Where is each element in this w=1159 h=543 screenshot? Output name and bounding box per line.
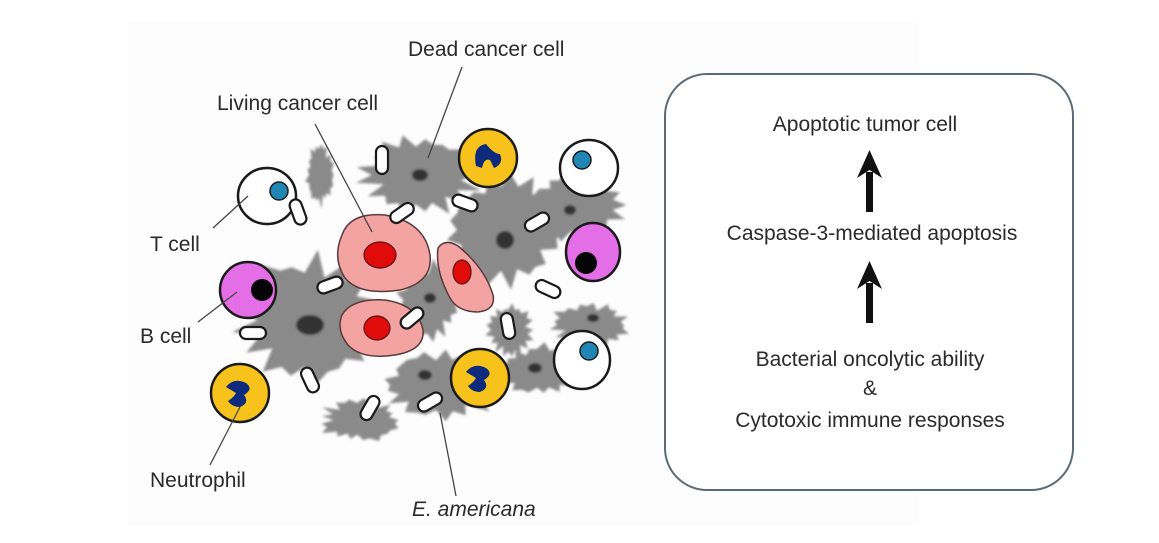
dead-cell-nucleus: [587, 314, 599, 322]
living-cancer-cell: [336, 213, 431, 293]
b-cell-nucleus: [575, 252, 597, 274]
mechanism-box: [664, 73, 1074, 491]
neutrophil-nucleus: [466, 365, 490, 392]
step-cytotoxic-immune-responses: Cytotoxic immune responses: [735, 409, 1005, 432]
label-bacterium: E. americana: [412, 498, 536, 521]
leader-bacterium: [439, 412, 457, 497]
b-cell-nucleus: [251, 279, 273, 301]
dead-cell-nucleus: [564, 205, 576, 215]
neutrophil: [209, 362, 271, 424]
neutrophil: [449, 347, 511, 409]
t-cell-nucleus: [572, 150, 592, 170]
t-cell-nucleus: [269, 181, 289, 201]
dead-cell-nucleus: [528, 363, 542, 373]
living-cell-nucleus: [452, 259, 472, 285]
b-cell: [218, 260, 278, 320]
step-ampersand: &: [863, 377, 877, 400]
t-cell: [552, 329, 612, 391]
leader-living-cancer-cell: [314, 123, 373, 233]
dead-cell-nucleus: [424, 293, 436, 303]
neutrophil-nucleus: [226, 380, 250, 407]
bacterium-rod: [359, 394, 381, 422]
bacterium-rod: [389, 201, 415, 225]
arrow-up-2: [857, 261, 882, 323]
bacterium-rod: [299, 366, 321, 394]
arrow-up-1: [857, 150, 882, 212]
living-cancer-cell: [436, 241, 495, 313]
neutrophil-nucleus: [475, 144, 502, 168]
dead-cell-nucleus: [412, 169, 428, 181]
living-cell-nucleus: [363, 315, 391, 341]
bacterium-rod: [374, 144, 390, 176]
leader-neutrophil: [209, 406, 241, 466]
bacterium-rod: [416, 391, 444, 413]
dead-cancer-cell: [305, 143, 334, 210]
neutrophil: [457, 127, 519, 189]
label-neutrophil: Neutrophil: [150, 469, 246, 492]
dead-cell-body: [305, 143, 334, 210]
dead-cell-nucleus: [418, 370, 432, 380]
leader-b-cell: [197, 291, 238, 323]
step-bacterial-oncolytic-ability: Bacterial oncolytic ability: [756, 348, 985, 371]
label-dead-cancer-cell: Dead cancer cell: [408, 38, 564, 61]
step-apoptotic-tumor-cell: Apoptotic tumor cell: [773, 113, 957, 136]
t-cell-nucleus: [579, 341, 599, 361]
dead-cell-nucleus: [296, 315, 324, 335]
b-cell-body: [218, 260, 278, 320]
bacterium-rod: [399, 306, 425, 330]
leader-dead-cancer-cell: [427, 66, 463, 159]
t-cell-body: [558, 138, 620, 198]
bacterium-rod: [523, 211, 551, 233]
living-cancer-cell: [339, 299, 424, 357]
living-cell-nucleus: [363, 241, 397, 269]
dead-cell-nucleus: [496, 231, 514, 249]
t-cell: [558, 138, 620, 198]
bacterium-rod: [288, 198, 308, 226]
step-caspase-3-apoptosis: Caspase-3-mediated apoptosis: [727, 222, 1018, 245]
label-living-cancer-cell: Living cancer cell: [217, 92, 378, 115]
label-t-cell: T cell: [150, 233, 200, 256]
leader-t-cell: [212, 195, 249, 229]
b-cell-body: [564, 221, 622, 283]
t-cell: [236, 166, 298, 226]
bacterium-rod: [238, 325, 268, 341]
t-cell-body: [552, 329, 612, 391]
bacterium-rod: [499, 312, 517, 340]
dead-cancer-cell: [321, 398, 399, 441]
b-cell: [564, 221, 622, 283]
dead-cell-body: [321, 398, 399, 441]
bacterium-rod: [451, 193, 479, 213]
bacterium-rod: [534, 278, 562, 300]
bacterium-rod: [316, 275, 344, 295]
label-b-cell: B cell: [140, 325, 191, 348]
